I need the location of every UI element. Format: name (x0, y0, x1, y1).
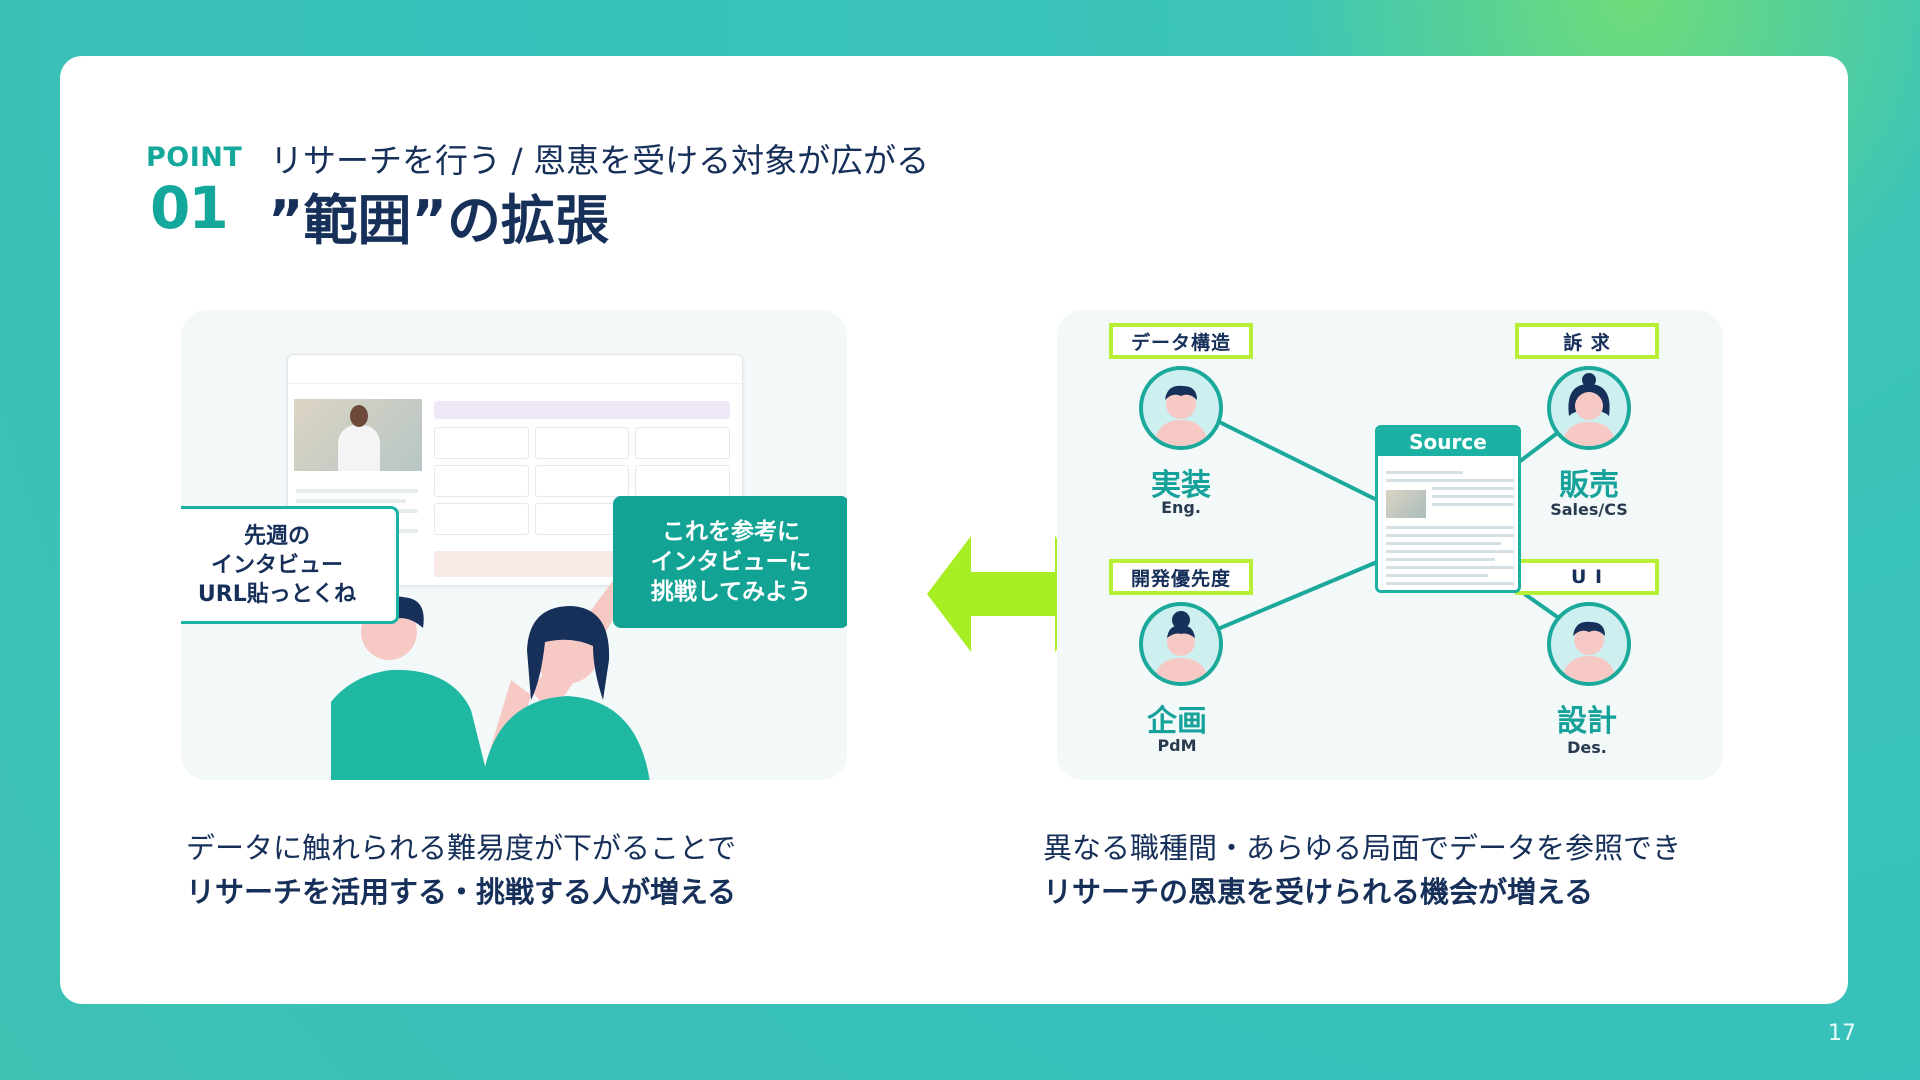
right-network-panel: データ構造 実装 Eng. 訴 求 販売 Sales/CS 開発優先度 企画 P… (1057, 310, 1723, 780)
point-number: 01 (150, 174, 229, 242)
caption-left-line2: リサーチを活用する・挑戦する人が増える (186, 875, 737, 909)
engineer-avatar (1139, 366, 1223, 450)
tag-data-structure: データ構造 (1109, 323, 1253, 359)
source-card: Source (1375, 425, 1521, 593)
caption-left-line1: データに触れられる難易度が下がることで (186, 831, 737, 865)
caption-left: データに触れられる難易度が下がることで リサーチを活用する・挑戦する人が増える (186, 826, 736, 914)
source-thumbnail (1386, 490, 1426, 518)
designer-avatar (1547, 602, 1631, 686)
role-implementation: 実装 (1151, 468, 1211, 503)
role-des: Des. (1567, 738, 1607, 757)
caption-right: 異なる職種間・あらゆる局面でデータを参照でき リサーチの恩恵を受けられる機会が増… (1043, 826, 1681, 914)
role-design: 設計 (1557, 704, 1617, 739)
slide-subtitle: リサーチを行う / 恩恵を受ける対象が広がる (270, 141, 930, 180)
pdm-avatar (1139, 602, 1223, 686)
role-sales: 販売 (1559, 468, 1619, 503)
tag-appeal: 訴 求 (1515, 323, 1659, 359)
tag-ui: U I (1515, 559, 1659, 595)
role-sales-cs: Sales/CS (1550, 500, 1628, 519)
speech-bubble-try-interview: これを参考に インタビューに 挑戦してみよう (613, 496, 847, 628)
people-illustration (331, 570, 650, 780)
caption-right-line2: リサーチの恩恵を受けられる機会が増える (1043, 875, 1594, 909)
interview-video (294, 399, 422, 471)
sales-avatar (1547, 366, 1631, 450)
tag-dev-priority: 開発優先度 (1109, 559, 1253, 595)
role-pdm: PdM (1157, 736, 1197, 755)
speech-bubble-share-url: 先週の インタビュー URL貼っとくね (181, 506, 399, 624)
slide-title: ”範囲”の拡張 (268, 189, 609, 252)
source-label: Source (1378, 428, 1518, 456)
left-illustration-panel: 先週の インタビュー URL貼っとくね これを参考に インタビューに 挑戦してみ… (181, 310, 847, 780)
screenshot-topbar (288, 355, 742, 384)
role-eng: Eng. (1161, 498, 1201, 517)
double-arrow-icon (927, 536, 1099, 652)
point-label: POINT (146, 142, 243, 173)
slide-card: POINT 01 リサーチを行う / 恩恵を受ける対象が広がる ”範囲”の拡張 (60, 56, 1848, 1004)
source-content-lines (1386, 466, 1514, 590)
role-planning: 企画 (1147, 704, 1207, 739)
page-number: 17 (1828, 1021, 1856, 1046)
caption-right-line1: 異なる職種間・あらゆる局面でデータを参照でき (1043, 831, 1682, 865)
